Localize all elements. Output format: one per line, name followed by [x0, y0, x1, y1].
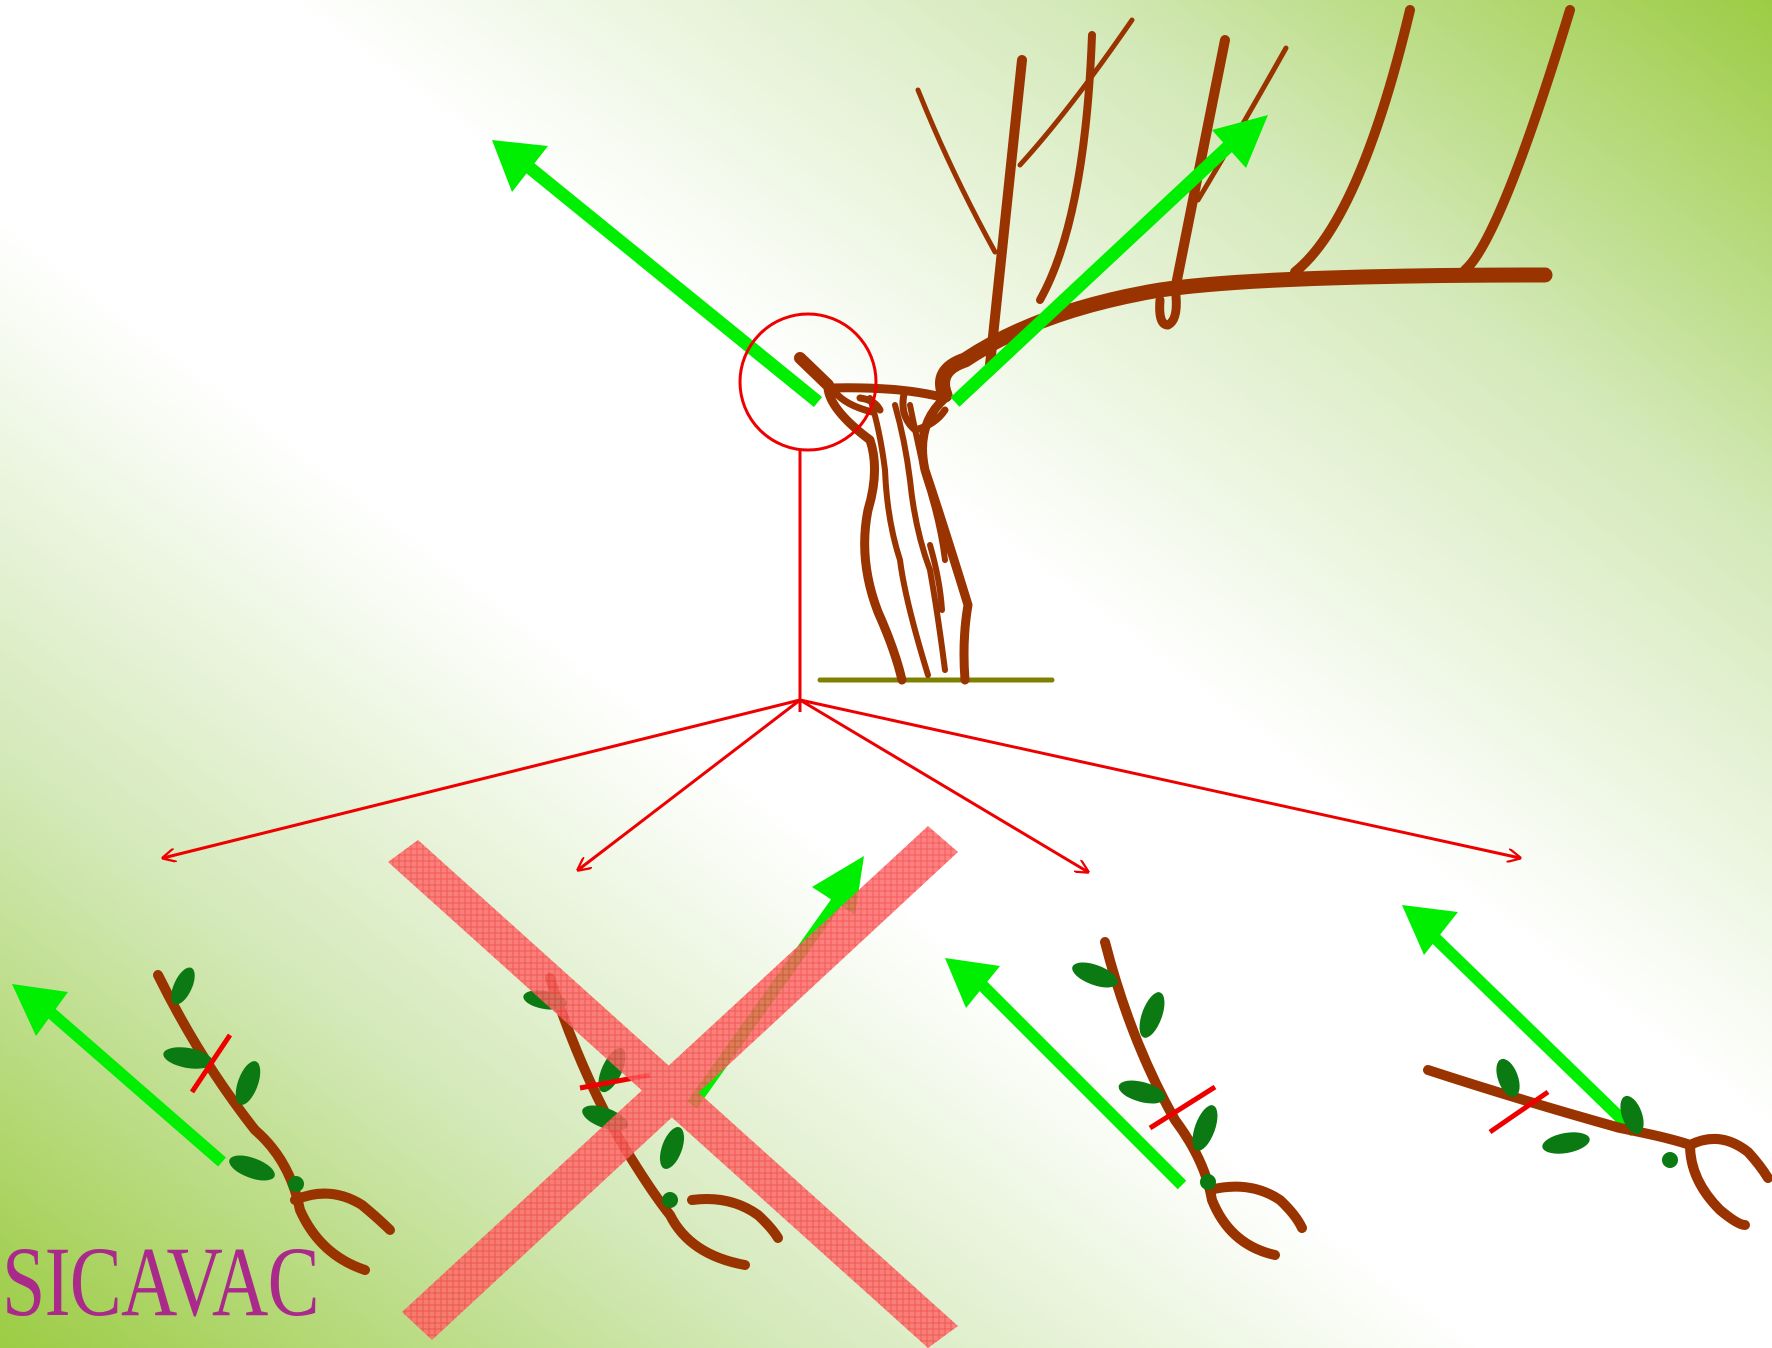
- bud: [1200, 1174, 1216, 1190]
- vine-shoot: [1017, 17, 1135, 168]
- vine-trunk-left: [823, 383, 907, 685]
- leaf: [163, 1047, 213, 1069]
- crossed-out-x-icon: [388, 826, 958, 1348]
- bark-strand: [867, 395, 931, 678]
- leaf: [1139, 992, 1165, 1038]
- leaf: [1620, 1095, 1644, 1135]
- growth-arrow: [1427, 930, 1640, 1137]
- bark-strand: [907, 402, 948, 563]
- cut-mark: [1148, 1084, 1217, 1131]
- leaf: [229, 1155, 275, 1181]
- leaf: [1118, 1080, 1166, 1104]
- vine-shoot: [915, 87, 998, 255]
- arrowhead-icon: [1212, 115, 1268, 168]
- vine-cane: [985, 55, 1027, 370]
- shoot-stem: [1423, 1065, 1750, 1230]
- leaf: [1542, 1132, 1590, 1154]
- growth-arrow: [46, 1007, 226, 1167]
- callout-branch-1: [163, 698, 801, 858]
- bud: [662, 1192, 678, 1208]
- pruning-option-1: [12, 967, 395, 1275]
- bud: [288, 1176, 304, 1192]
- leaf: [235, 1061, 261, 1105]
- arrowhead-icon: [945, 958, 1000, 1008]
- vine-arm: [935, 267, 1553, 403]
- callout-branch-2: [578, 698, 801, 870]
- vine-knob: [1155, 291, 1181, 330]
- cut-mark: [189, 1033, 233, 1094]
- shoot-stem: [153, 970, 370, 1275]
- bud: [1662, 1152, 1678, 1168]
- arrowhead-icon: [1402, 905, 1458, 955]
- bark-strand: [892, 402, 948, 673]
- pruning-option-4: [1402, 905, 1772, 1230]
- leaf: [659, 1127, 685, 1169]
- leaf: [1192, 1105, 1218, 1151]
- shoot-fork: [1205, 1181, 1307, 1233]
- growth-arrow-right: [950, 140, 1235, 407]
- shoot-fork: [290, 1188, 395, 1235]
- cut-mark: [1488, 1089, 1550, 1135]
- arrowhead-icon: [12, 984, 68, 1036]
- pruning-option-3: [945, 937, 1307, 1260]
- leaf: [1072, 962, 1118, 988]
- callout-branch-4: [799, 698, 1520, 858]
- growth-arrow: [977, 980, 1187, 1190]
- main-arrows: [492, 115, 1268, 408]
- arrowhead-icon: [492, 140, 548, 192]
- vine-cane: [1460, 5, 1575, 275]
- pruning-stub: [794, 352, 834, 391]
- detail-circle: [738, 312, 878, 452]
- shoot-fork: [1685, 1133, 1772, 1183]
- growth-arrow-left: [525, 162, 823, 408]
- leaf: [171, 967, 195, 1005]
- leaf: [1496, 1058, 1520, 1098]
- pruning-option-2: [388, 826, 958, 1348]
- sicavac-logo: SICAVAC: [2, 1226, 320, 1337]
- detail-callout: [163, 312, 1520, 872]
- shoot-stem: [545, 973, 750, 1270]
- bark-strand: [927, 542, 945, 613]
- shoot-stem: [1100, 937, 1280, 1260]
- shoot-fork: [687, 1194, 783, 1243]
- callout-branch-3: [799, 698, 1088, 872]
- vine-cane: [1290, 5, 1415, 277]
